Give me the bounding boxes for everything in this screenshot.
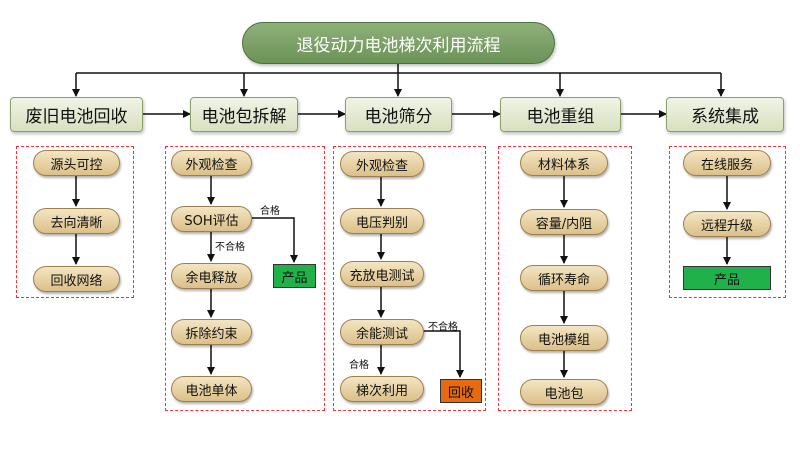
stage-header-recycling: 废旧电池回收 <box>10 97 143 132</box>
step-source-control: 源头可控 <box>33 150 120 176</box>
group-disassembly <box>165 146 325 411</box>
fail-label-disassembly: 不合格 <box>215 242 245 253</box>
recycle-box-sorting: 回收 <box>440 379 482 403</box>
step-material-system: 材料体系 <box>520 150 608 176</box>
stage-header-integration: 系统集成 <box>666 97 784 132</box>
step-battery-cell: 电池单体 <box>171 376 252 402</box>
step-cascade-utilization: 梯次利用 <box>340 376 424 402</box>
step-remove-constraints: 拆除约束 <box>171 319 252 345</box>
step-residual-discharge: 余电释放 <box>171 263 252 289</box>
group-sorting <box>333 146 486 411</box>
step-visual-inspection-sorting: 外观检查 <box>340 151 424 177</box>
step-soh-evaluation: SOH评估 <box>171 206 252 232</box>
step-online-service: 在线服务 <box>683 150 771 176</box>
step-cycle-life: 循环寿命 <box>520 265 608 291</box>
flow-title: 退役动力电池梯次利用流程 <box>242 22 555 64</box>
stage-header-sorting: 电池筛分 <box>345 97 452 132</box>
pass-label-disassembly: 合格 <box>260 206 280 217</box>
step-residual-energy-test: 余能测试 <box>340 319 424 345</box>
step-charge-discharge-test: 充放电测试 <box>340 261 424 287</box>
group-regrouping <box>498 146 632 411</box>
product-box-integration: 产品 <box>683 266 771 290</box>
step-voltage-check: 电压判别 <box>340 208 424 234</box>
step-recycling-network: 回收网络 <box>33 266 120 292</box>
fail-label-sorting: 不合格 <box>428 322 458 333</box>
step-battery-pack: 电池包 <box>520 379 608 405</box>
stage-header-regrouping: 电池重组 <box>500 97 621 132</box>
step-capacity-resistance: 容量/内阻 <box>520 209 608 235</box>
step-battery-module: 电池模组 <box>520 325 608 351</box>
pass-label-sorting: 合格 <box>349 360 369 371</box>
step-remote-upgrade: 远程升级 <box>683 211 771 237</box>
product-box-disassembly: 产品 <box>273 264 316 288</box>
step-clear-destination: 去向清晰 <box>33 208 120 234</box>
group-recycling <box>16 146 134 298</box>
group-integration <box>669 146 786 298</box>
step-visual-inspection: 外观检查 <box>171 150 252 176</box>
stage-header-disassembly: 电池包拆解 <box>190 97 298 132</box>
